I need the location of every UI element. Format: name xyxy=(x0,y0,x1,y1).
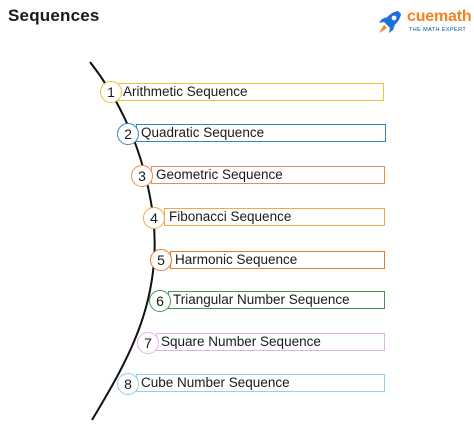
sequence-label-box: Square Number Sequence xyxy=(156,333,385,351)
sequence-label: Fibonacci Sequence xyxy=(169,209,292,224)
sequence-label-box: Arithmetic Sequence xyxy=(118,83,384,101)
sequence-number-badge: 1 xyxy=(100,81,122,103)
sequence-label: Arithmetic Sequence xyxy=(123,84,248,99)
sequence-label-box: Cube Number Sequence xyxy=(136,374,385,392)
sequence-number-badge: 6 xyxy=(149,290,171,312)
sequence-label-box: Quadratic Sequence xyxy=(136,124,386,142)
sequence-label: Triangular Number Sequence xyxy=(173,292,350,307)
sequence-label-box: Fibonacci Sequence xyxy=(164,208,385,226)
page-title: Sequences xyxy=(8,6,100,25)
sequence-label: Quadratic Sequence xyxy=(141,125,265,140)
logo-name: cuemath xyxy=(407,8,472,25)
sequence-number-badge: 7 xyxy=(137,332,159,354)
sequence-label: Harmonic Sequence xyxy=(175,252,298,267)
rocket-icon xyxy=(379,11,401,33)
sequence-number-badge: 2 xyxy=(117,123,139,145)
timeline-curve xyxy=(89,61,156,421)
sequence-number-badge: 5 xyxy=(150,249,172,271)
cuemath-logo: cuemath THE MATH EXPERT xyxy=(376,8,472,36)
sequence-label-box: Triangular Number Sequence xyxy=(168,291,385,309)
sequence-label: Geometric Sequence xyxy=(156,167,283,182)
logo-tagline: THE MATH EXPERT xyxy=(409,27,467,33)
sequence-label: Cube Number Sequence xyxy=(141,375,290,390)
sequence-label-box: Harmonic Sequence xyxy=(170,251,385,269)
sequence-label-box: Geometric Sequence xyxy=(151,166,385,184)
sequence-number-badge: 3 xyxy=(131,165,153,187)
sequence-number-badge: 4 xyxy=(143,207,165,229)
sequence-number-badge: 8 xyxy=(117,373,139,395)
sequence-label: Square Number Sequence xyxy=(161,334,321,349)
